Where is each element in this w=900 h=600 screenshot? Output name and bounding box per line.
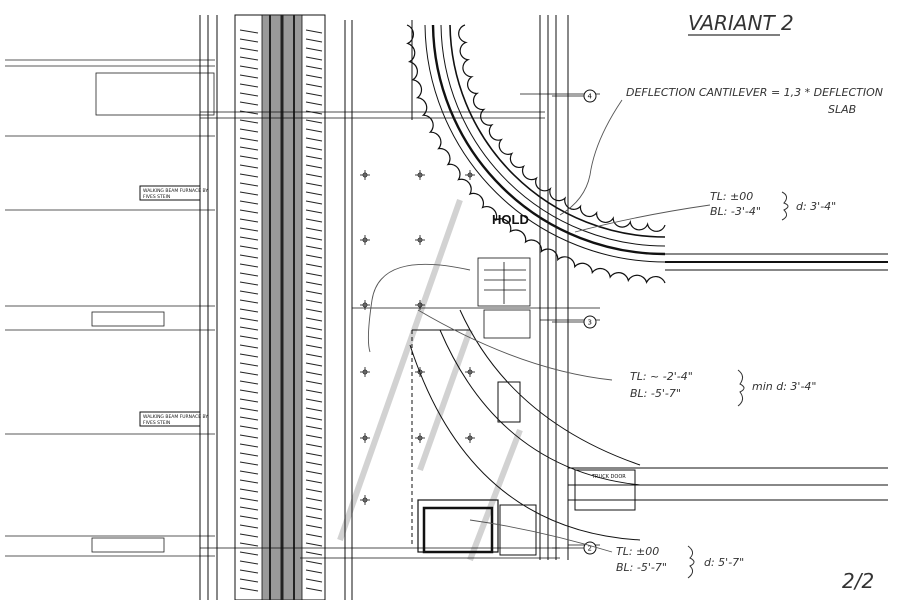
stair-core (477, 257, 531, 339)
beam-box-2-line1: WALKING BEAM FURNACE BY (143, 414, 208, 420)
lower-equipment-box (417, 381, 537, 556)
column-marker (415, 300, 425, 310)
note-b-brace (737, 369, 745, 407)
column-marker (360, 300, 370, 310)
column-marker (360, 433, 370, 443)
lower-conveyor-lines (409, 309, 888, 545)
note-c-bl: BL: -5'-7" (616, 561, 667, 574)
column-marker (360, 367, 370, 377)
gridline-bubbles: 4 3 2 (552, 89, 597, 555)
furnace-label-boxes: WALKING BEAM FURNACE BY FIVES STEIN WALK… (139, 185, 208, 427)
deflection-note-line2: SLAB (828, 103, 856, 116)
note-c-tl: TL: ±00 (616, 545, 659, 558)
truck-door-label: TRUCK DOOR (591, 474, 626, 480)
left-structure-lines (5, 59, 215, 557)
note-a: TL: ±00 BL: -3'-4" d: 3'-4" (710, 190, 836, 221)
pencil-leader-lines (367, 99, 711, 553)
beam-box-1-line1: WALKING BEAM FURNACE BY (143, 188, 208, 194)
note-b: TL: ~ -2'-4" BL: -5'-7" min d: 3'-4" (630, 369, 816, 407)
gridline-3-label: 3 (588, 319, 592, 327)
column-marker (360, 170, 370, 180)
band-detail-ticks (239, 29, 323, 592)
note-b-tl: TL: ~ -2'-4" (630, 370, 693, 383)
note-a-result: d: 3'-4" (796, 200, 836, 213)
pencil-hatching (337, 199, 523, 562)
column-marker (415, 235, 425, 245)
column-marker (415, 170, 425, 180)
column-marker (415, 433, 425, 443)
vertical-frame-lines (199, 15, 569, 600)
column-markers (360, 170, 475, 505)
beam-box-2-line2: FIVES STEIN (143, 420, 170, 426)
gridline-2-label: 2 (588, 545, 592, 553)
note-b-bl: BL: -5'-7" (630, 387, 681, 400)
note-c-result: d: 5'-7" (704, 556, 744, 569)
hold-label: HOLD (492, 212, 529, 227)
note-a-bl: BL: -3'-4" (710, 205, 761, 218)
beam-box-1-line2: FIVES STEIN (143, 194, 170, 200)
note-c: TL: ±00 BL: -5'-7" d: 5'-7" (616, 545, 744, 579)
column-marker (465, 170, 475, 180)
deflection-note-line1: DEFLECTION CANTILEVER = 1,3 * DEFLECTION (626, 86, 883, 99)
curved-conveyor: HOLD (406, 24, 888, 284)
note-a-brace (781, 191, 789, 221)
column-marker (465, 433, 475, 443)
gridline-4-label: 4 (588, 93, 593, 101)
conveyor-band (234, 14, 326, 600)
variant-title: VARIANT 2 (688, 11, 794, 35)
page-number: 2/2 (842, 569, 874, 593)
note-c-brace (687, 545, 695, 579)
column-marker (360, 235, 370, 245)
note-a-tl: TL: ±00 (710, 190, 753, 203)
column-marker (360, 495, 370, 505)
note-b-result: min d: 3'-4" (752, 380, 816, 393)
column-marker (465, 367, 475, 377)
